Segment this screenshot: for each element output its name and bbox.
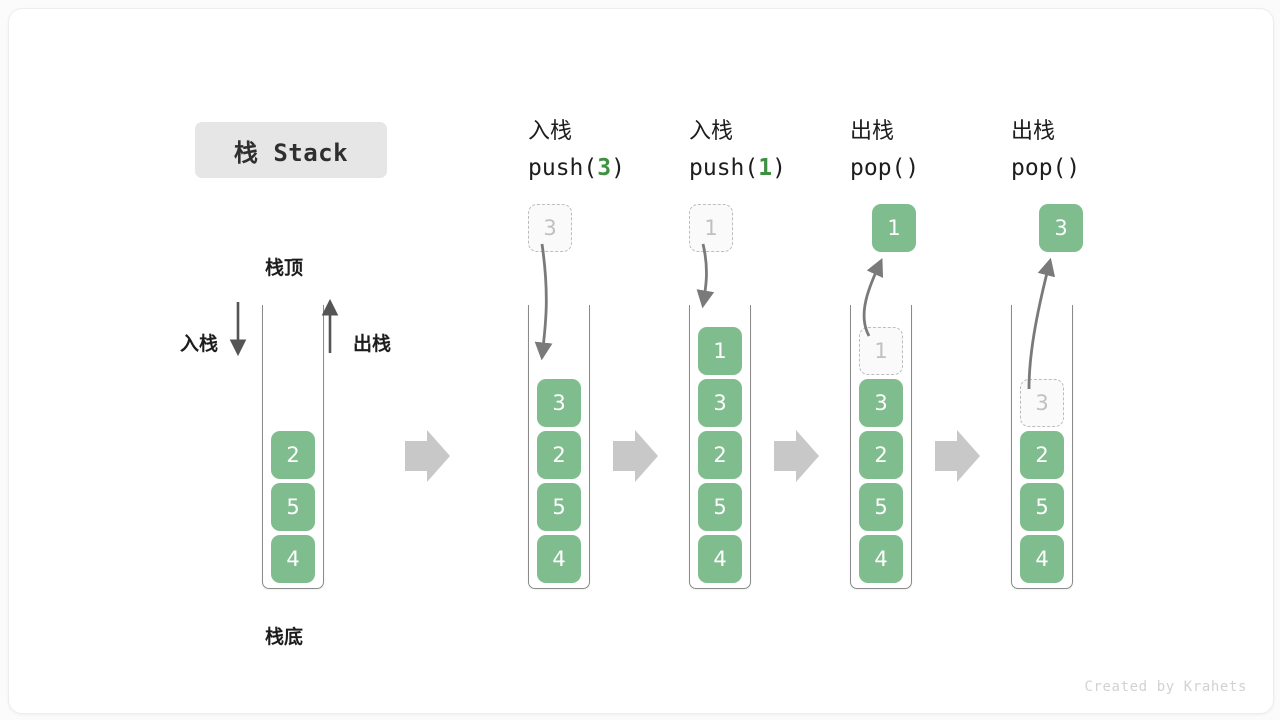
flow-arrow <box>613 430 658 482</box>
code-suffix: ) <box>772 155 786 181</box>
stack-cell: 5 <box>537 483 581 531</box>
code-suffix: ) <box>611 155 625 181</box>
stack-cell: 4 <box>271 535 315 583</box>
title-badge: 栈 Stack <box>195 122 387 178</box>
stack-cells-push-3: 4 5 2 3 <box>529 377 589 585</box>
code-suffix: ) <box>905 155 920 181</box>
operation-name: 出栈 <box>1011 119 1056 144</box>
popped-element: 3 <box>1039 204 1083 252</box>
operation-name: 出栈 <box>850 119 895 144</box>
flow-arrow <box>935 430 980 482</box>
stack-cell: 5 <box>698 483 742 531</box>
operation-name: 入栈 <box>528 119 573 144</box>
stack-cell: 3 <box>698 379 742 427</box>
stack-cell: 2 <box>271 431 315 479</box>
push-motion-arrow <box>696 243 715 309</box>
stack-cell: 3 <box>859 379 903 427</box>
stack-container-pop-3: 4 5 2 3 <box>1011 305 1073 589</box>
code-prefix: pop( <box>850 155 906 181</box>
stack-cell: 5 <box>1020 483 1064 531</box>
column-header-pop-3: 出栈 pop() <box>1011 114 1191 186</box>
stack-cell: 4 <box>859 535 903 583</box>
flow-arrow <box>774 430 819 482</box>
code-prefix: pop( <box>1011 155 1067 181</box>
popped-element: 1 <box>872 204 916 252</box>
stack-cell: 2 <box>1020 431 1064 479</box>
operation-code: pop() <box>850 150 1030 186</box>
stack-cell: 5 <box>271 483 315 531</box>
stack-cell: 2 <box>859 431 903 479</box>
diagram-card: 栈 Stack 栈顶 栈底 入栈 出栈 4 5 2 入栈 push(3) 3 4… <box>8 8 1274 714</box>
stack-cell: 4 <box>698 535 742 583</box>
code-suffix: ) <box>1066 155 1081 181</box>
stack-cell: 4 <box>537 535 581 583</box>
push-direction-label: 入栈 <box>180 333 219 355</box>
stack-container-push-1: 4 5 2 3 1 <box>689 305 751 589</box>
column-header-pop-1: 出栈 pop() <box>850 114 1030 186</box>
stack-cells-pop-1: 4 5 2 3 1 <box>851 325 911 585</box>
incoming-element-ghost: 1 <box>689 204 733 252</box>
stack-cell: 2 <box>698 431 742 479</box>
column-header-push-3: 入栈 push(3) <box>528 114 708 186</box>
stack-cell: 4 <box>1020 535 1064 583</box>
code-argument: 3 <box>597 155 612 181</box>
stack-cell: 5 <box>859 483 903 531</box>
flow-arrow <box>405 430 450 482</box>
stack-cell: 3 <box>537 379 581 427</box>
credit-text: Created by Krahets <box>1084 679 1247 695</box>
pop-direction-label: 出栈 <box>353 333 392 355</box>
operation-code: push(1) <box>689 150 869 186</box>
stack-container-pop-1: 4 5 2 3 1 <box>850 305 912 589</box>
stack-cells-initial: 4 5 2 <box>263 429 323 585</box>
operation-name: 入栈 <box>689 119 734 144</box>
removed-element-ghost: 1 <box>859 327 903 375</box>
code-prefix: push( <box>528 155 598 181</box>
operation-code: pop() <box>1011 150 1191 186</box>
code-argument: 1 <box>758 155 773 181</box>
stack-bottom-label: 栈底 <box>265 626 304 648</box>
code-prefix: push( <box>689 155 759 181</box>
stack-cells-pop-3: 4 5 2 3 <box>1012 377 1072 585</box>
stack-cells-push-1: 4 5 2 3 1 <box>690 325 750 585</box>
stack-cell: 1 <box>698 327 742 375</box>
operation-code: push(3) <box>528 150 708 186</box>
stack-container-initial: 4 5 2 <box>262 305 324 589</box>
incoming-element-ghost: 3 <box>528 204 572 252</box>
stack-container-push-3: 4 5 2 3 <box>528 305 590 589</box>
column-header-push-1: 入栈 push(1) <box>689 114 869 186</box>
stack-top-label: 栈顶 <box>265 257 304 279</box>
stack-cell: 2 <box>537 431 581 479</box>
removed-element-ghost: 3 <box>1020 379 1064 427</box>
